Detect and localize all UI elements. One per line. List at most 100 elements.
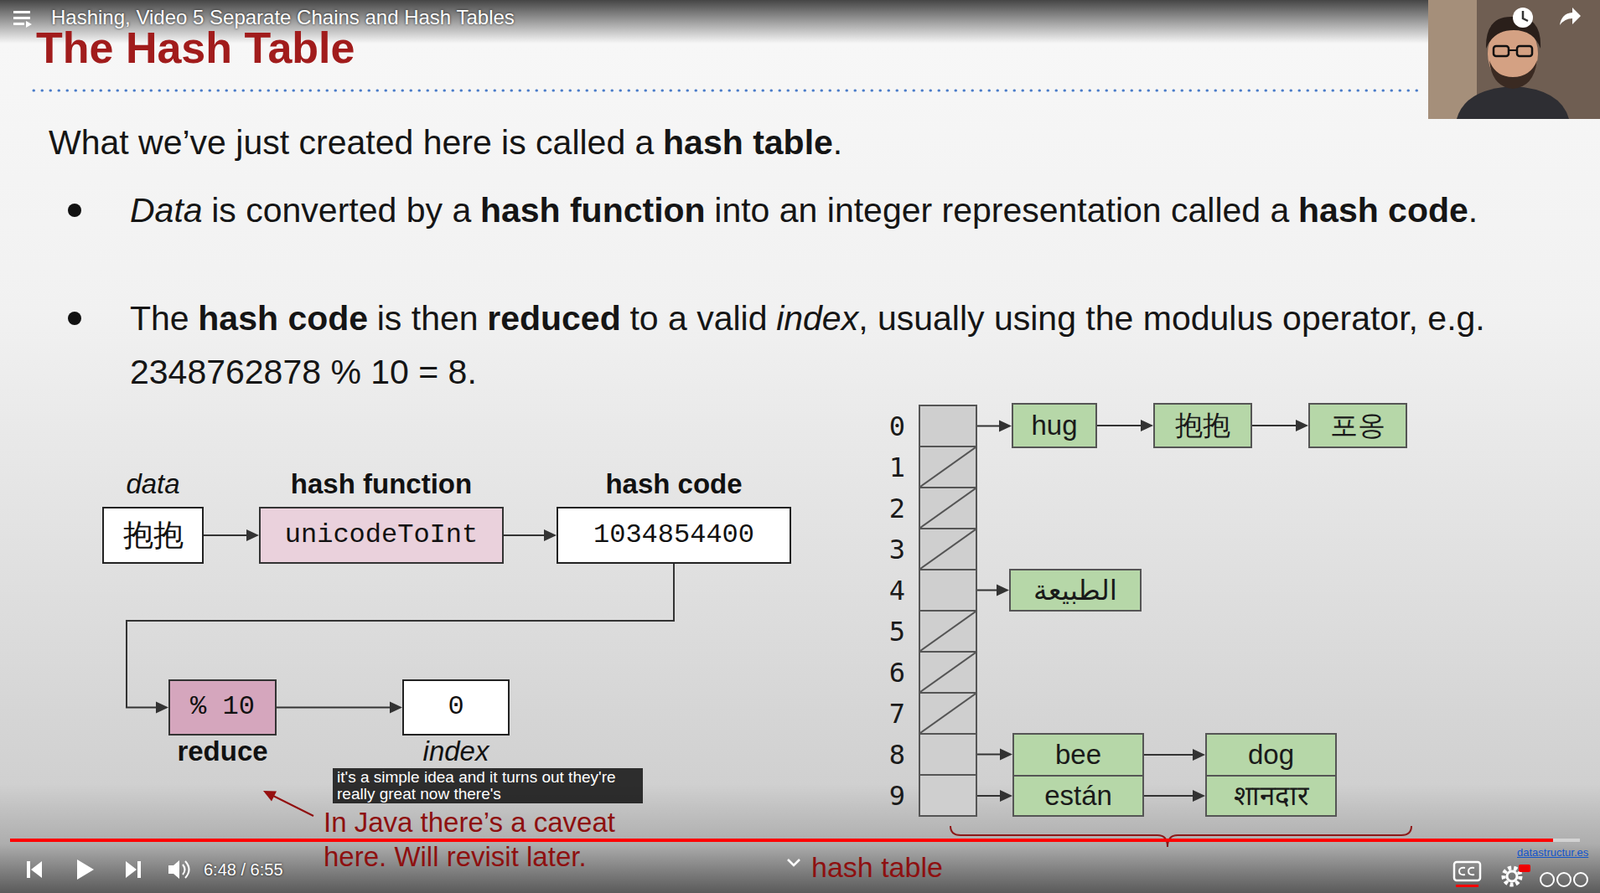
bucket-index: 1 xyxy=(889,451,906,483)
body-text: Data xyxy=(129,191,203,230)
clock-hands xyxy=(1522,10,1528,21)
arrowhead xyxy=(999,749,1013,762)
bucket-slot: 1 xyxy=(918,445,978,489)
empty-slot-slash xyxy=(920,652,976,693)
time-readout: 6:48 / 6:55 xyxy=(203,859,284,881)
bucket-index: 4 xyxy=(889,574,906,606)
connector-line xyxy=(1252,424,1298,427)
icon-bar xyxy=(13,10,31,14)
bucket-index: 3 xyxy=(889,533,906,565)
node-label: % 10 xyxy=(190,692,255,724)
node-label: 抱抱 xyxy=(1175,409,1231,442)
body-text: hash function xyxy=(480,191,706,230)
bucket-slot: 7 xyxy=(918,692,978,736)
bucket-index: 7 xyxy=(889,698,906,730)
icon-bar xyxy=(13,16,31,20)
presenter-hair xyxy=(1486,16,1541,49)
arrowhead xyxy=(1140,419,1154,432)
arrowhead xyxy=(246,529,259,542)
icon-bar xyxy=(13,22,25,26)
body-text: . xyxy=(833,123,843,162)
stage-heading: reduce xyxy=(176,737,268,767)
connector xyxy=(1144,749,1206,762)
playlist-icon xyxy=(13,10,32,28)
body-text: hash code xyxy=(197,299,368,338)
body-paragraph: Datais converted by ahash functioninto a… xyxy=(129,183,1497,238)
connector-line xyxy=(203,534,249,537)
clock-face xyxy=(1512,7,1533,28)
node-label: están xyxy=(1044,780,1113,813)
arrowhead xyxy=(996,585,1010,597)
bucket-index: 6 xyxy=(889,657,906,689)
node-label: unicodeToInt xyxy=(284,520,478,552)
play-icon xyxy=(77,859,94,881)
slide-title: The Hash Table xyxy=(36,22,355,73)
connector-line xyxy=(977,590,999,592)
progress-track xyxy=(10,838,1580,843)
hash-function-box: hash functionunicodeToInt xyxy=(258,507,504,565)
webcam-background xyxy=(1428,0,1600,120)
slash-line xyxy=(920,611,976,652)
arrowhead xyxy=(1192,749,1206,762)
chain-entry: están xyxy=(1012,775,1145,818)
empty-slot-slash xyxy=(920,447,976,487)
next-icon xyxy=(125,861,137,879)
reduce-box: % 10reduce xyxy=(168,679,277,736)
node-label: bee xyxy=(1055,739,1102,772)
body-text: . xyxy=(1468,191,1478,230)
bucket-slot: 4 xyxy=(918,569,978,612)
bucket-slot: 9 xyxy=(918,774,978,818)
settings-gear xyxy=(1503,868,1521,886)
connector-line xyxy=(276,707,392,710)
chain-entry: hug xyxy=(1011,403,1098,449)
bucket-slot: 0 xyxy=(918,404,978,448)
chain-entry: 포옹 xyxy=(1308,403,1408,449)
chain-entry: bee xyxy=(1012,733,1145,777)
share-icon xyxy=(1559,7,1581,26)
bucket-index: 8 xyxy=(889,739,906,771)
stage-heading: hash code xyxy=(605,468,742,501)
arrowhead xyxy=(1295,419,1309,432)
slash-line xyxy=(920,693,976,734)
connector-line xyxy=(977,425,1001,428)
bucket-slot: 8 xyxy=(918,733,978,777)
connector-line xyxy=(1097,424,1143,427)
cc-icon xyxy=(1454,862,1481,881)
connector xyxy=(503,529,557,542)
bucket-index: 0 xyxy=(889,410,906,442)
connector xyxy=(1144,790,1206,803)
bucket-index: 5 xyxy=(889,616,906,648)
node-label: hug xyxy=(1030,409,1078,442)
chain-entry: 抱抱 xyxy=(1153,403,1253,449)
prev-icon xyxy=(31,861,42,879)
body-text: hash table xyxy=(662,123,834,162)
arrowhead xyxy=(999,420,1012,433)
chain-entry: शानदार xyxy=(1205,775,1337,818)
body-text: hash code xyxy=(1298,191,1469,230)
subtitle-caption: it's a simple idea and it turns out they… xyxy=(332,768,643,804)
node-label: dog xyxy=(1247,739,1295,772)
node-label: 0 xyxy=(447,692,464,724)
node-label: 포옹 xyxy=(1330,409,1386,442)
bucket-slot: 5 xyxy=(918,610,978,653)
license-badge xyxy=(1574,873,1588,887)
next-bar xyxy=(137,861,141,879)
data-heading: data xyxy=(125,468,180,501)
connector-line xyxy=(503,534,546,537)
stage-heading: index xyxy=(423,737,490,767)
player-controls xyxy=(26,859,1588,888)
chain-entry: dog xyxy=(1205,733,1337,777)
glasses-bridge xyxy=(1508,49,1518,52)
body-text: is converted by a xyxy=(211,191,472,230)
prev-bar xyxy=(26,861,31,879)
connector xyxy=(203,529,259,542)
chain-entry: الطبيعة xyxy=(1009,569,1142,612)
connector-line xyxy=(977,754,1002,756)
bracket-label: hash table xyxy=(811,851,943,884)
index-box: 0index xyxy=(402,679,510,736)
volume-waves xyxy=(182,861,190,879)
node-label: शानदार xyxy=(1233,780,1310,813)
settings-hub xyxy=(1506,871,1518,882)
connector-line xyxy=(1144,795,1195,798)
arrowhead xyxy=(999,790,1013,803)
